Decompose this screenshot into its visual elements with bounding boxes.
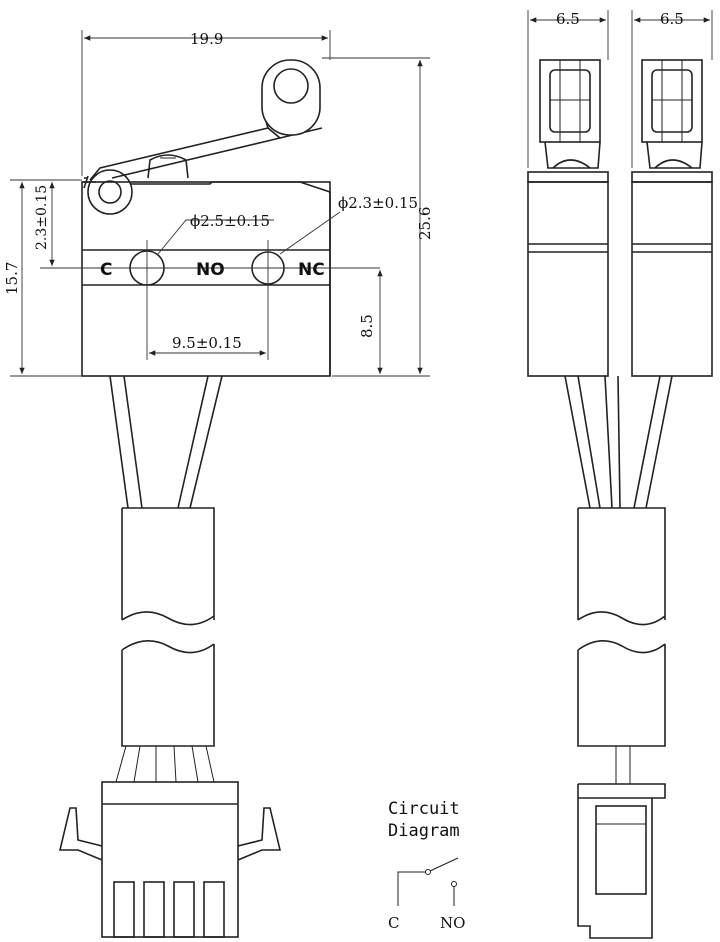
dim-height-body: 15.7 [3, 262, 21, 295]
dim-hole-spacing: 9.5±0.15 [172, 334, 242, 352]
switch-body [81, 181, 331, 377]
dim-width-total: 19.9 [190, 30, 223, 48]
front-view: C NO NC [40, 59, 380, 938]
side-unit-right [631, 59, 713, 509]
circuit-title-line2: Diagram [388, 821, 460, 841]
circuit-c-label: C [388, 914, 399, 932]
terminal-c-label: C [100, 260, 112, 280]
side-unit-left [527, 59, 666, 939]
connector [101, 781, 239, 938]
connector-pins [113, 881, 225, 938]
side-body-right [631, 181, 713, 377]
roller-housing [261, 59, 321, 136]
dim-height-hole: 2.3±0.15 [34, 185, 50, 250]
cable-sleeve-upper [121, 507, 215, 620]
dim-side-width-1: 6.5 [556, 10, 580, 28]
pivot-outer [87, 169, 133, 215]
terminal-no-label: NO [196, 260, 225, 280]
dim-hole-to-bottom: 8.5 [358, 314, 376, 338]
lever-arm [89, 127, 282, 181]
side-connector [577, 783, 666, 939]
dim-height-total: 25.6 [416, 207, 434, 240]
dim-side-width-2: 6.5 [660, 10, 684, 28]
pivot-inner [98, 180, 122, 204]
circuit-switch-arm [429, 857, 459, 872]
circuit-diagram: Circuit Diagram C NO [388, 799, 465, 932]
terminal-nc-label: NC [298, 260, 325, 280]
dim-hole-c-no: ϕ2.5±0.15 [190, 212, 270, 230]
circuit-c-line [397, 871, 426, 906]
connector-latch-right [237, 807, 282, 861]
front-dimensions: 19.9 25.6 15.7 2.3±0.15 ϕ2.5±0.15 ϕ2.3±0… [3, 30, 434, 377]
dim-hole-nc: ϕ2.3±0.15 [338, 194, 418, 212]
wire-left [109, 375, 143, 509]
roller [273, 68, 309, 104]
circuit-no-label: NO [440, 914, 465, 932]
cable-sleeve-lower [121, 644, 215, 747]
side-dimensions: 6.5 6.5 [527, 10, 713, 168]
plunger [147, 154, 189, 179]
side-body-left [527, 181, 609, 377]
circuit-title-line1: Circuit [388, 799, 460, 819]
side-view: 6.5 6.5 [527, 10, 713, 939]
connector-latch-left [58, 807, 103, 861]
wire-right [177, 375, 223, 509]
